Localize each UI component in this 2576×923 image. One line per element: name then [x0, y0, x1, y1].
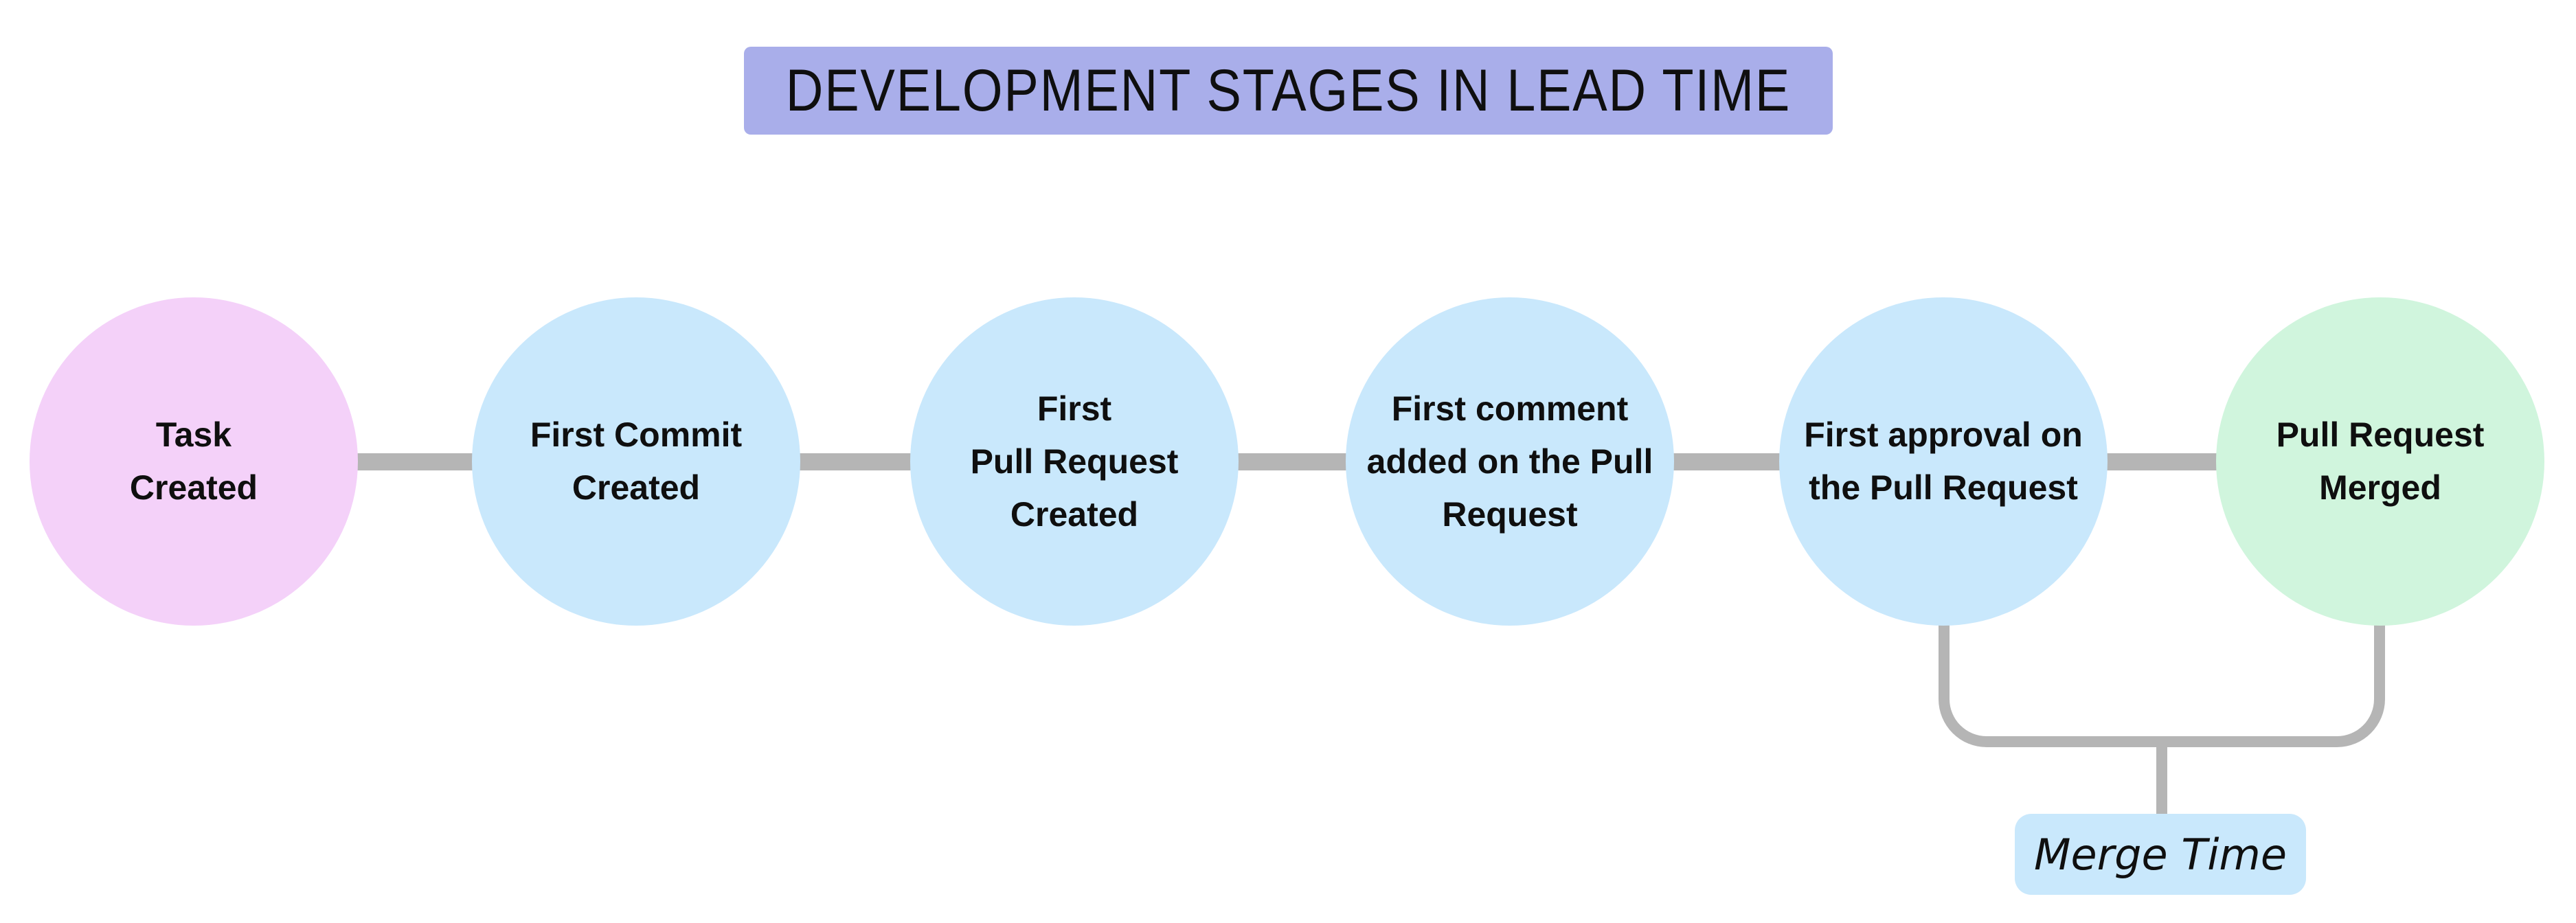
stage-circle-pull-request-merged: Pull Request Merged [2216, 297, 2544, 626]
merge-time-bracket-stem [2156, 742, 2167, 816]
stage-label-line: First [1037, 389, 1112, 428]
stage-label: Task Created [130, 409, 258, 514]
stage-label-line: First comment [1391, 389, 1629, 428]
stage-label: Pull Request Merged [2276, 409, 2485, 514]
stage-circle-first-pull-request-created: First Pull Request Created [910, 297, 1239, 626]
stage-circle-first-comment-added: First comment added on the Pull Request [1346, 297, 1674, 626]
diagram-title: DEVELOPMENT STAGES IN LEAD TIME [785, 57, 1792, 124]
merge-time-bracket [1939, 622, 2385, 747]
stage-label-line: added on the Pull [1366, 442, 1653, 481]
stage-label-line: First Commit [530, 415, 743, 454]
stage-label-line: Created [572, 468, 701, 507]
merge-time-text: Merge Time [2034, 829, 2287, 880]
stage-label-line: First approval on [1804, 415, 2083, 454]
stage-label: First Pull Request Created [971, 383, 1179, 541]
stage-circle-first-approval: First approval on the Pull Request [1779, 297, 2108, 626]
stage-label: First approval on the Pull Request [1804, 409, 2083, 514]
stage-label: First Commit Created [530, 409, 742, 514]
stage-label: First comment added on the Pull Request [1367, 383, 1653, 541]
stage-label-line: Request [1442, 494, 1578, 534]
stage-label-line: Created [1010, 494, 1139, 534]
stage-label-line: Created [129, 468, 258, 507]
stage-circle-first-commit-created: First Commit Created [472, 297, 800, 626]
stage-label-line: the Pull Request [1809, 468, 2078, 507]
stage-circle-task-created: Task Created [30, 297, 358, 626]
stage-label-line: Task [155, 415, 232, 454]
merge-time-label: Merge Time [2015, 814, 2306, 895]
stage-label-line: Pull Request [2276, 415, 2485, 454]
stage-label-line: Pull Request [970, 442, 1179, 481]
stage-label-line: Merged [2319, 468, 2441, 507]
title-banner: DEVELOPMENT STAGES IN LEAD TIME [744, 47, 1833, 135]
